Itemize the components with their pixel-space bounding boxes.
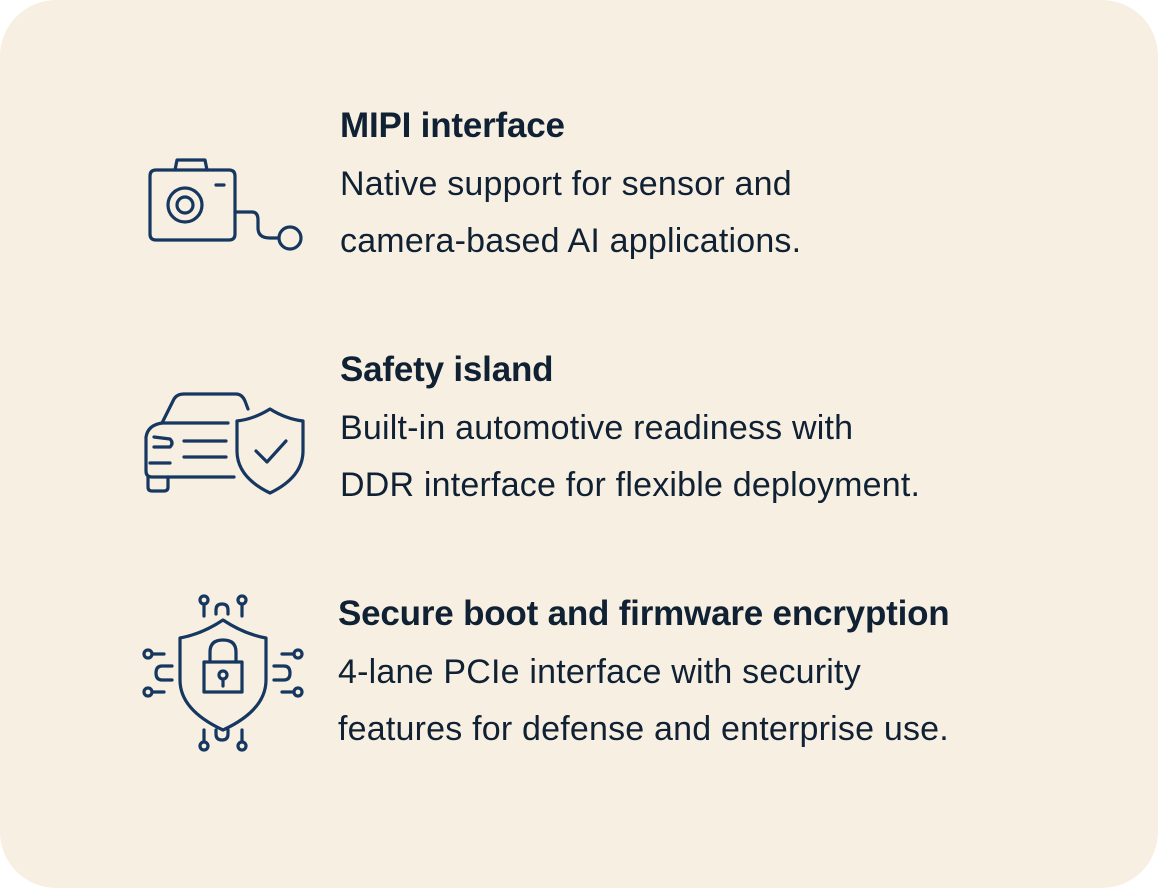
feature-item-secure-boot: Secure boot and firmware encryption 4-la… (0, 594, 1158, 794)
circuit-lock-shield-icon (140, 590, 306, 756)
feature-title: Secure boot and firmware encryption (338, 594, 950, 633)
feature-description-line: 4-lane PCIe interface with security (338, 653, 861, 691)
feature-description-line: camera-based AI applications. (340, 222, 802, 260)
feature-text: Safety island Built-in automotive readin… (340, 350, 1100, 514)
car-shield-icon (140, 358, 306, 524)
camera-cable-icon (140, 114, 306, 280)
feature-item-safety-island: Safety island Built-in automotive readin… (0, 350, 1158, 550)
feature-title: Safety island (340, 350, 554, 389)
feature-description-line: Built-in automotive readiness with (340, 409, 854, 447)
feature-text: Secure boot and firmware encryption 4-la… (338, 594, 1098, 758)
feature-title: MIPI interface (340, 106, 565, 145)
feature-description-line: features for defense and enterprise use. (338, 710, 949, 748)
feature-description-line: DDR interface for flexible deployment. (340, 466, 921, 504)
feature-description-line: Native support for sensor and (340, 165, 792, 203)
feature-text: MIPI interface Native support for sensor… (340, 106, 1100, 270)
feature-item-mipi: MIPI interface Native support for sensor… (0, 106, 1158, 306)
